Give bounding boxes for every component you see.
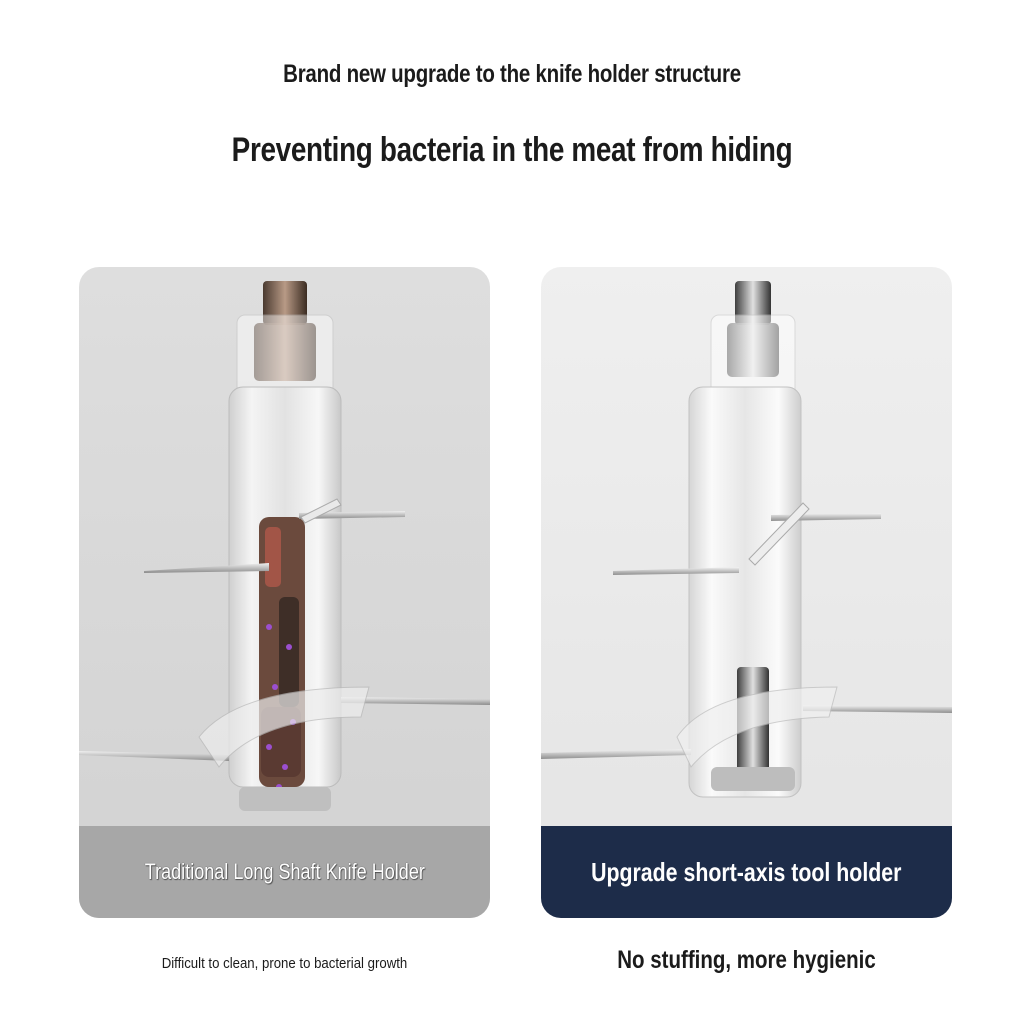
upgraded-holder-card: Upgrade short-axis tool holder bbox=[541, 267, 952, 918]
upgraded-caption: No stuffing, more hygienic bbox=[617, 946, 876, 974]
card-label-bar: Upgrade short-axis tool holder bbox=[541, 826, 952, 918]
short-axis-holder-illustration bbox=[541, 281, 952, 798]
traditional-holder-card: Traditional Long Shaft Knife Holder bbox=[79, 267, 490, 918]
card-label: Traditional Long Shaft Knife Holder bbox=[144, 859, 425, 884]
card-label-bar: Traditional Long Shaft Knife Holder bbox=[79, 826, 490, 918]
long-shaft-holder-illustration bbox=[79, 281, 490, 811]
traditional-caption: Difficult to clean, prone to bacterial g… bbox=[161, 955, 408, 972]
card-label: Upgrade short-axis tool holder bbox=[591, 856, 902, 887]
subtitle: Brand new upgrade to the knife holder st… bbox=[283, 60, 741, 88]
page-title: Preventing bacteria in the meat from hid… bbox=[231, 131, 793, 169]
